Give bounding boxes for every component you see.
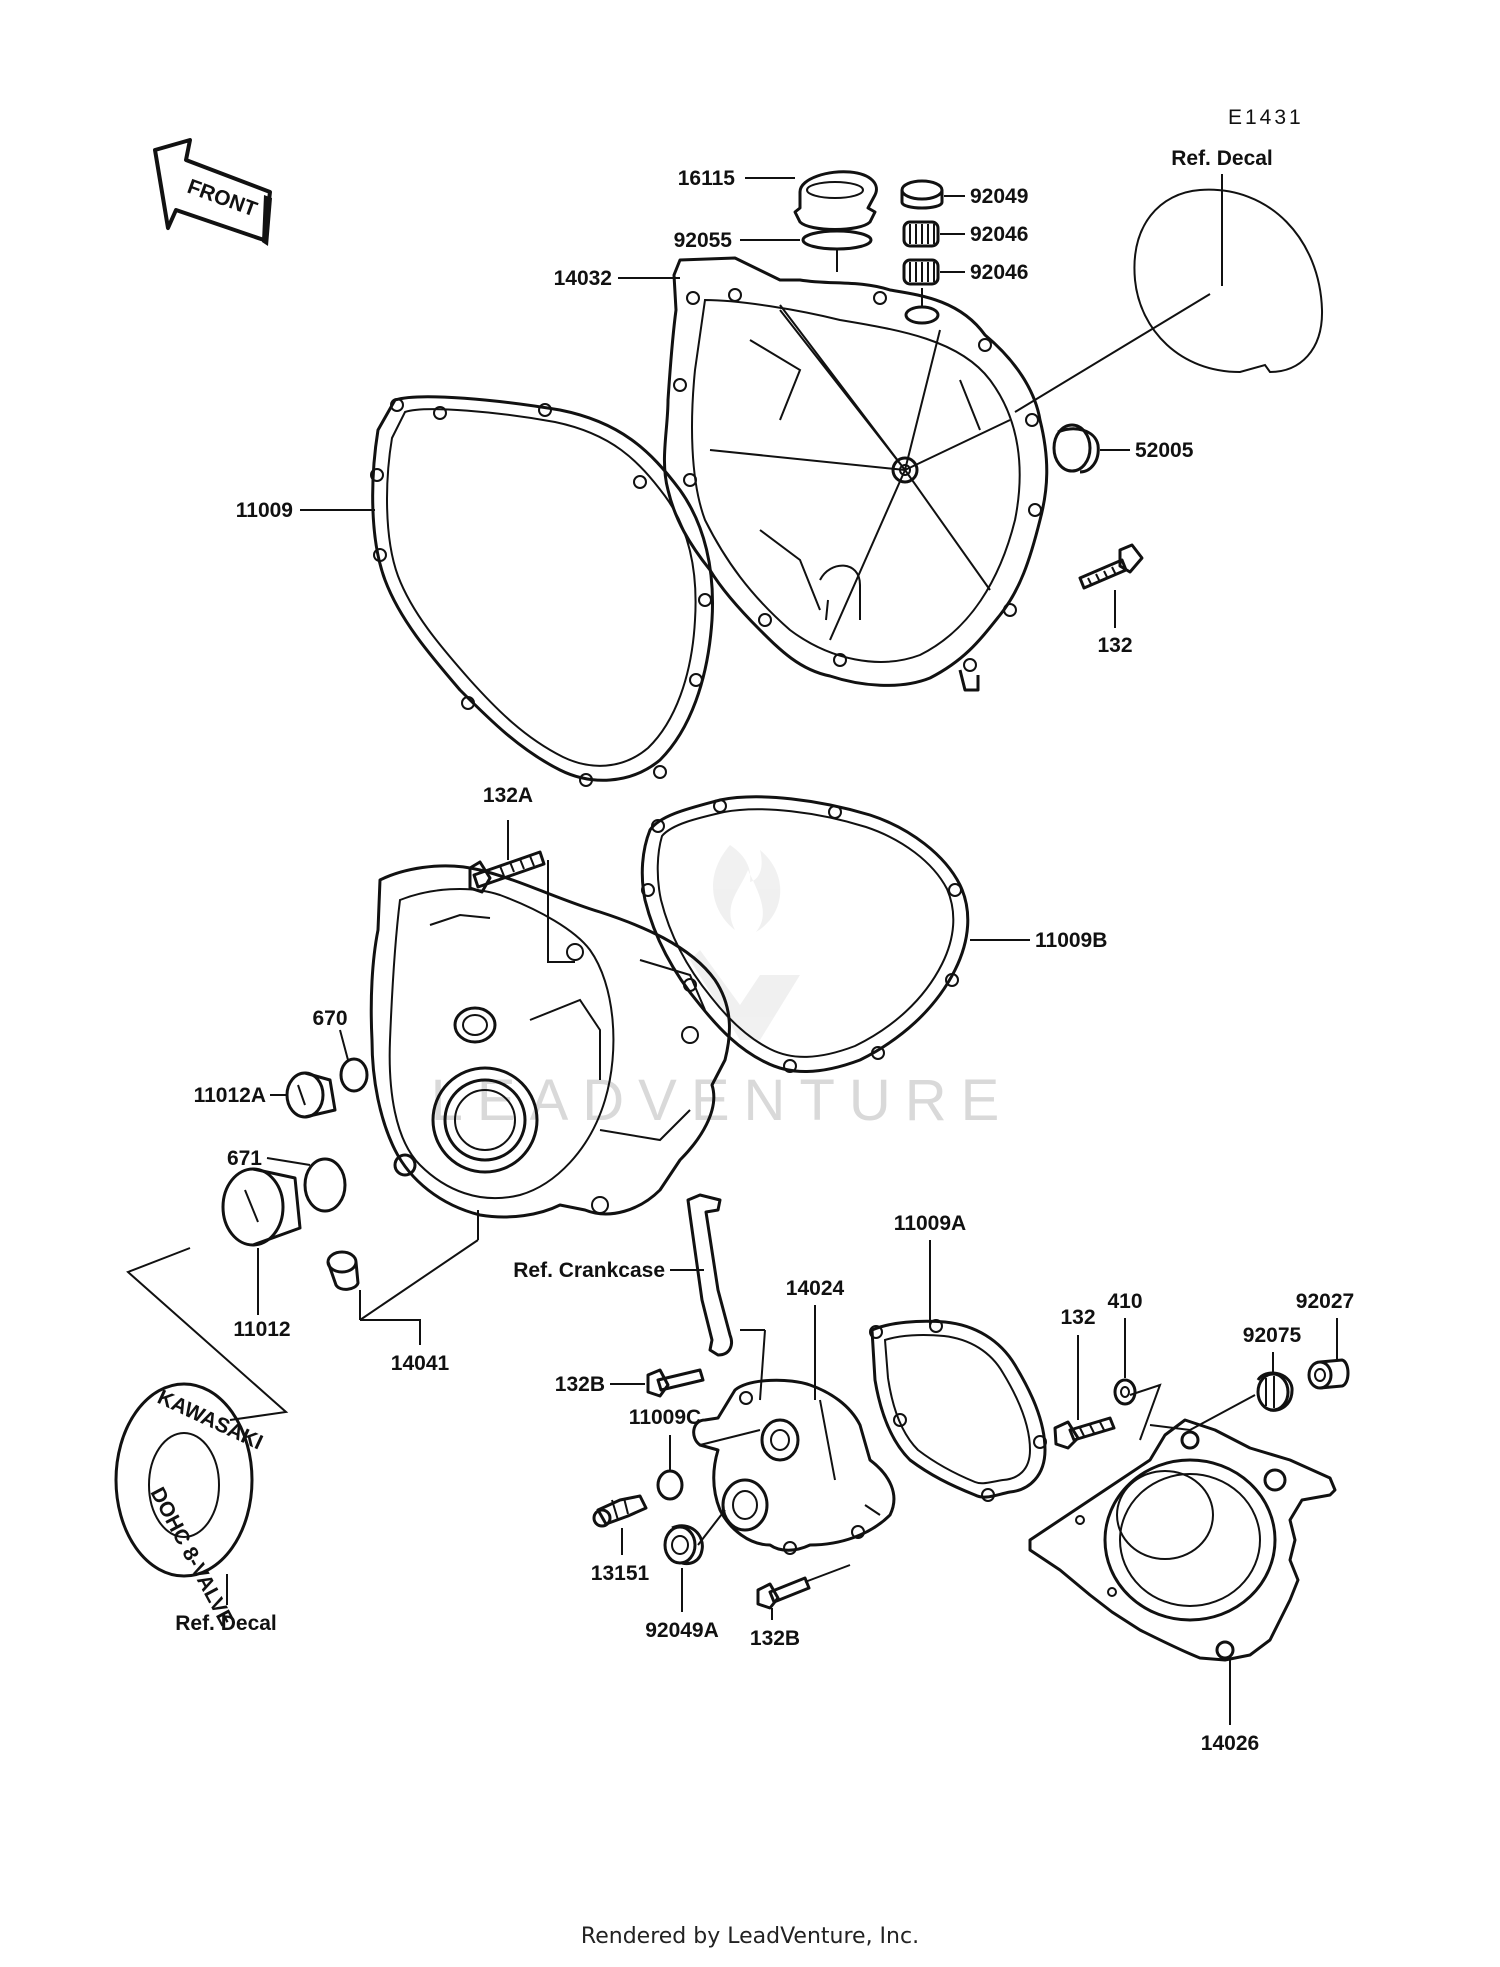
- dowel-pin-part: [326, 1250, 360, 1291]
- o-ring-11009c-part: [656, 1469, 684, 1501]
- needle-bearing-92046-lower-part: [902, 258, 940, 286]
- label-670: 670: [312, 1007, 347, 1030]
- label-14026: 14026: [1201, 1732, 1259, 1755]
- front-arrow-icon: FRONT: [153, 138, 272, 246]
- watermark-text: LEADVENTURE: [431, 1068, 1014, 1133]
- grommet-92075-part: [1256, 1371, 1294, 1412]
- needle-bearing-92046-upper-part: [902, 220, 940, 248]
- label-ref-crankcase: Ref. Crankcase: [513, 1259, 665, 1282]
- label-132b-upper: 132B: [555, 1373, 605, 1396]
- oil-filler-cap-part: [793, 170, 878, 231]
- bolt-132b-upper-part: [646, 1368, 705, 1398]
- oil-seal-92049-part: [900, 179, 944, 210]
- bolt-132-mid-part: [1053, 1416, 1116, 1450]
- leader-14041-b: [360, 1319, 421, 1345]
- leader-92049a-to-pump: [697, 1509, 726, 1546]
- leader-671: [266, 1157, 311, 1166]
- gasket-11009-part: [370, 395, 714, 787]
- leader-132b-lower-to-pump: [804, 1564, 851, 1583]
- label-92027: 92027: [1296, 1290, 1354, 1313]
- bolt-132b-lower-part: [756, 1576, 811, 1610]
- label-ref-decal-bottom: Ref. Decal: [175, 1612, 277, 1635]
- watermark-logo: [690, 845, 800, 1040]
- clutch-cover-14032-part: [662, 256, 1049, 692]
- leader-132a-to-cover: [547, 860, 575, 963]
- label-ref-decal-top: Ref. Decal: [1171, 147, 1273, 170]
- label-410: 410: [1107, 1290, 1142, 1313]
- water-pump-14024-part: [692, 1378, 896, 1555]
- label-11009a: 11009A: [894, 1212, 966, 1235]
- oil-seal-52005-part: [1052, 423, 1100, 474]
- diagram-code: E1431: [1228, 106, 1304, 129]
- label-132-top: 132: [1097, 634, 1132, 657]
- leader-14041: [359, 1210, 479, 1321]
- label-132a: 132A: [483, 784, 533, 807]
- label-11009c: 11009C: [629, 1406, 701, 1429]
- label-132b-lower: 132B: [750, 1627, 800, 1650]
- leader-410-to-cover: [1129, 1383, 1162, 1441]
- label-14041: 14041: [391, 1352, 450, 1375]
- label-13151: 13151: [591, 1562, 650, 1585]
- label-14024: 14024: [786, 1277, 845, 1300]
- o-ring-671-part: [303, 1157, 347, 1213]
- generator-plug-11012-part: [221, 1167, 302, 1247]
- leader-bearings: [940, 195, 965, 273]
- label-16115: 16115: [678, 167, 736, 190]
- bolt-132-top-part: [1078, 543, 1144, 590]
- oil-seal-92049a-part: [663, 1524, 704, 1566]
- label-132-mid: 132: [1060, 1306, 1095, 1329]
- label-92055: 92055: [674, 229, 733, 252]
- collar-92027-part: [1307, 1358, 1350, 1390]
- timing-plug-11012a-part: [285, 1071, 337, 1119]
- generator-cover-14041-part: [369, 864, 731, 1219]
- ref-decal-top-disc: [1133, 188, 1324, 374]
- leader-grommet-to-cover: [1149, 1394, 1256, 1432]
- label-92046-upper: 92046: [970, 223, 1028, 246]
- leader-plug-to-decal: [126, 1247, 289, 1421]
- sprocket-cover-14026-part: [1028, 1418, 1337, 1662]
- fitting-13151-part: [592, 1494, 648, 1528]
- label-11012: 11012: [233, 1318, 290, 1341]
- label-11012a: 11012A: [194, 1084, 266, 1107]
- ref-decal-bottom-disc: KAWASAKI DOHC 8-VALVE: [114, 1382, 266, 1630]
- o-ring-92055-part: [801, 229, 873, 251]
- label-92075: 92075: [1243, 1324, 1302, 1347]
- label-14032: 14032: [554, 267, 612, 290]
- leader-670: [339, 1029, 349, 1061]
- label-11009b: 11009B: [1035, 929, 1107, 952]
- label-92046-lower: 92046: [970, 261, 1028, 284]
- leader-decal-to-cover: [1014, 293, 1211, 413]
- decal-brand-text: KAWASAKI: [154, 1386, 266, 1455]
- bolt-132a-part: [468, 850, 546, 894]
- leader-14024: [759, 1305, 816, 1401]
- gasket-11009a-part: [869, 1319, 1047, 1502]
- footer-credit: Rendered by LeadVenture, Inc.: [580, 1924, 920, 1949]
- label-92049a: 92049A: [645, 1619, 719, 1642]
- label-92049: 92049: [970, 185, 1028, 208]
- label-11009: 11009: [236, 499, 293, 522]
- gasket-11009b-part: [640, 795, 970, 1073]
- crankcase-bracket-part: [686, 1193, 733, 1357]
- label-671: 671: [227, 1147, 262, 1170]
- label-52005: 52005: [1135, 439, 1194, 462]
- washer-410-part: [1113, 1378, 1137, 1406]
- o-ring-670-part: [339, 1057, 369, 1093]
